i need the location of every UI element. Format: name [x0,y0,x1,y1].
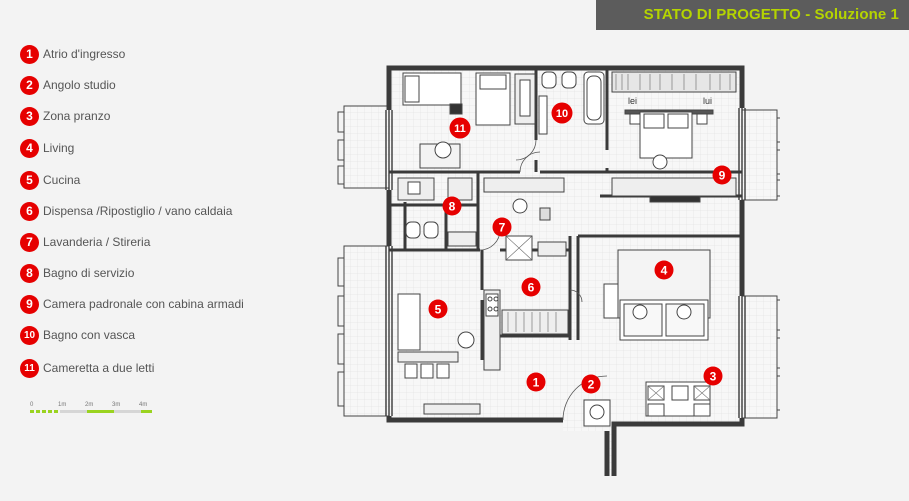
legend-number: 10 [20,325,39,345]
marker-number: 6 [528,281,535,295]
legend-number: 5 [20,170,39,190]
scale-tick-1: 1m [58,402,66,408]
legend-item: 3 Zona pranzo [20,106,110,126]
legend-label: Cameretta a due letti [43,361,155,375]
legend-item: 9 Camera padronale con cabina armadi [20,294,244,314]
entry-furniture [423,399,611,427]
marker-number: 4 [661,264,668,278]
scale-tick-3: 3m [112,402,120,408]
legend-item: 6 Dispensa /Ripostiglio / vano caldaia [20,201,232,221]
legend-label: Lavanderia / Stireria [43,235,151,249]
legend-item: 2 Angolo studio [20,75,116,95]
marker-number: 3 [710,370,717,384]
legend-label: Atrio d'ingresso [43,47,126,61]
closet-label-lui: lui [703,96,712,106]
room-marker-9: 9 [712,165,732,185]
legend-label: Cucina [43,173,81,187]
outer-walls [386,65,745,476]
legend-label: Zona pranzo [43,109,111,123]
scale-bar: 0 1m 2m 3m 4m [30,402,152,413]
legend-number: 7 [20,232,39,252]
legend-label: Living [43,141,75,155]
service-bathroom-fixtures [397,177,477,247]
scale-tick-0: 0 [30,402,34,408]
legend-label: Dispensa /Ripostiglio / vano caldaia [43,204,233,218]
marker-number: 7 [499,221,506,235]
balcony-left-lower [343,245,390,417]
room-marker-6: 6 [521,277,541,297]
marker-number: 1 [533,376,540,390]
master-bedroom-furniture [611,71,737,203]
marker-number: 10 [556,108,568,120]
legend-label: Bagno di servizio [43,266,135,280]
room-marker-3: 3 [703,366,723,386]
marker-number: 11 [454,123,466,135]
scale-tick-4: 4m [139,402,147,408]
bedroom-furniture [402,72,536,169]
legend-item: 5 Cucina [20,170,80,190]
legend-number: 9 [20,294,39,314]
legend-item: 10 Bagno con vasca [20,325,135,345]
legend-number: 8 [20,263,39,283]
legend-number: 1 [20,44,39,64]
dining-furniture [645,381,711,417]
balcony-right-lower [736,295,778,419]
room-marker-1: 1 [526,372,546,392]
apartment-floor [389,68,742,476]
balcony-left-upper [343,105,390,189]
room-marker-7: 7 [492,217,512,237]
balcony-right-upper [736,109,778,201]
legend-item: 7 Lavanderia / Stireria [20,232,150,252]
legend-label: Bagno con vasca [43,328,136,342]
closet-label-lei: lei [628,96,637,106]
legend-number: 6 [20,201,39,221]
legend-number: 11 [20,358,39,378]
marker-number: 9 [719,169,726,183]
legend-item: 4 Living [20,138,74,158]
living-furniture [603,249,711,341]
legend-number: 4 [20,138,39,158]
legend-label: Angolo studio [43,78,116,92]
legend-label: Camera padronale con cabina armadi [43,297,244,311]
legend-number: 2 [20,75,39,95]
floor-plan: lei lui [337,65,780,476]
title-banner: STATO DI PROGETTO - Soluzione 1 [596,0,909,30]
interior-walls [389,68,742,360]
room-marker-11: 11 [449,117,471,139]
room-marker-5: 5 [428,299,448,319]
marker-number: 5 [435,303,442,317]
laundry-fixtures [483,177,567,261]
window-frames [385,108,746,418]
scale-tick-2: 2m [85,402,93,408]
legend-item: 11 Cameretta a due letti [20,358,154,378]
marker-number: 2 [588,378,595,392]
room-marker-2: 2 [581,374,601,394]
banner-title: STATO DI PROGETTO - Soluzione 1 [643,6,899,23]
room-marker-8: 8 [442,196,462,216]
legend-item: 8 Bagno di servizio [20,263,134,283]
marker-number: 8 [449,200,456,214]
legend-number: 3 [20,106,39,126]
legend-item: 1 Atrio d'ingresso [20,44,125,64]
room-marker-4: 4 [654,260,674,280]
kitchen-furniture [397,289,569,379]
room-marker-10: 10 [551,102,573,124]
bathroom-fixtures [538,71,605,135]
